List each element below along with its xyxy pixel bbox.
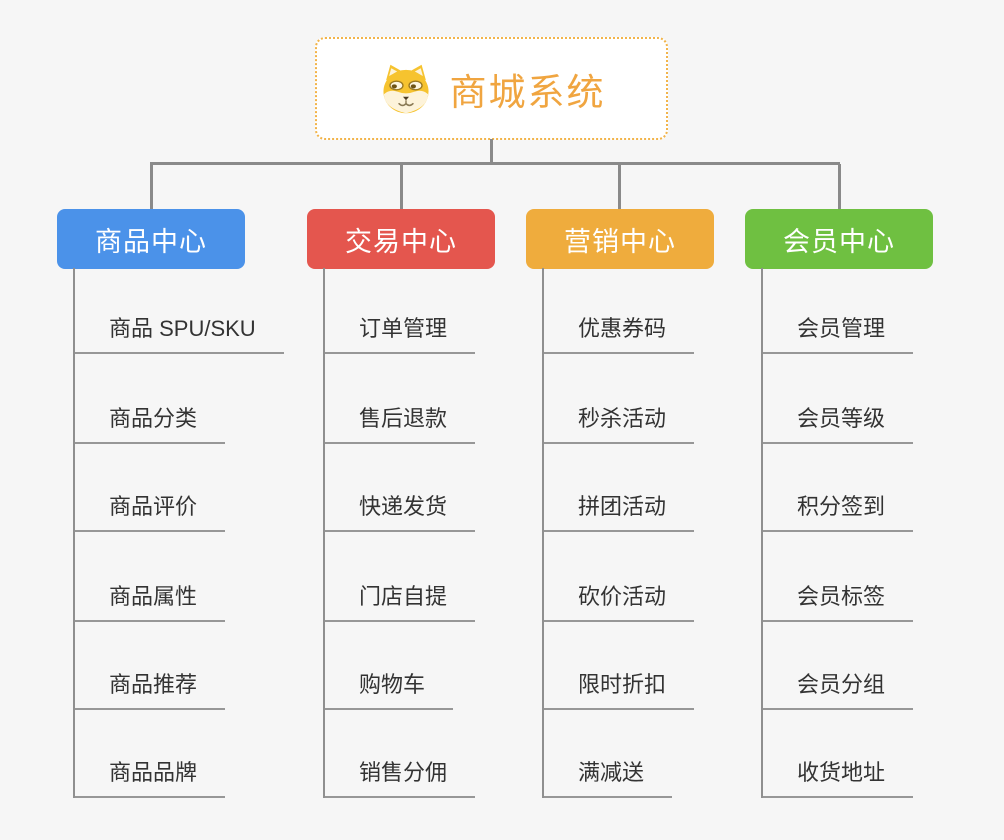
leaf-node[interactable]: 收货地址 [763,755,914,798]
leaf-node[interactable]: 会员分组 [763,667,914,710]
leaf-node[interactable]: 限时折扣 [544,667,695,710]
connector-drop [150,164,153,209]
connector-drop [400,164,403,209]
connector-root-drop [490,139,493,164]
dog-face-icon [382,64,429,113]
branch-spine: 订单管理 售后退款 快递发货 门店自提 购物车 销售分佣 [323,268,476,798]
root-node-mall-system[interactable]: 商城系统 [315,37,668,140]
leaf-node[interactable]: 满减送 [544,755,673,798]
connector-bus [150,162,840,165]
connector-drop [838,164,841,209]
leaf-node[interactable]: 拼团活动 [544,489,695,532]
leaf-node[interactable]: 会员标签 [763,579,914,622]
leaf-node[interactable]: 商品分类 [75,401,226,444]
leaf-node[interactable]: 商品评价 [75,489,226,532]
leaf-node[interactable]: 门店自提 [325,579,476,622]
leaf-node[interactable]: 会员管理 [763,311,914,354]
leaf-node[interactable]: 砍价活动 [544,579,695,622]
branch-product-center[interactable]: 商品中心 [57,209,245,269]
leaf-node[interactable]: 售后退款 [325,401,476,444]
branch-trade-center[interactable]: 交易中心 [307,209,495,269]
leaf-node[interactable]: 积分签到 [763,489,914,532]
leaf-node[interactable]: 优惠券码 [544,311,695,354]
leaf-node[interactable]: 订单管理 [325,311,476,354]
leaf-node[interactable]: 会员等级 [763,401,914,444]
leaf-node[interactable]: 秒杀活动 [544,401,695,444]
leaf-node[interactable]: 商品推荐 [75,667,226,710]
branch-spine: 优惠券码 秒杀活动 拼团活动 砍价活动 限时折扣 满减送 [542,268,695,798]
leaf-node[interactable]: 销售分佣 [325,755,476,798]
branch-member-center[interactable]: 会员中心 [745,209,933,269]
root-node-title: 商城系统 [449,71,606,113]
connector-drop [618,164,621,209]
leaf-node[interactable]: 快递发货 [325,489,476,532]
branch-spine: 商品 SPU/SKU 商品分类 商品评价 商品属性 商品推荐 商品品牌 [73,268,284,798]
leaf-node[interactable]: 商品品牌 [75,755,226,798]
branch-marketing-center[interactable]: 营销中心 [526,209,714,269]
leaf-node[interactable]: 商品属性 [75,579,226,622]
branch-spine: 会员管理 会员等级 积分签到 会员标签 会员分组 收货地址 [761,268,914,798]
leaf-node[interactable]: 购物车 [325,667,454,710]
leaf-node[interactable]: 商品 SPU/SKU [75,311,284,354]
